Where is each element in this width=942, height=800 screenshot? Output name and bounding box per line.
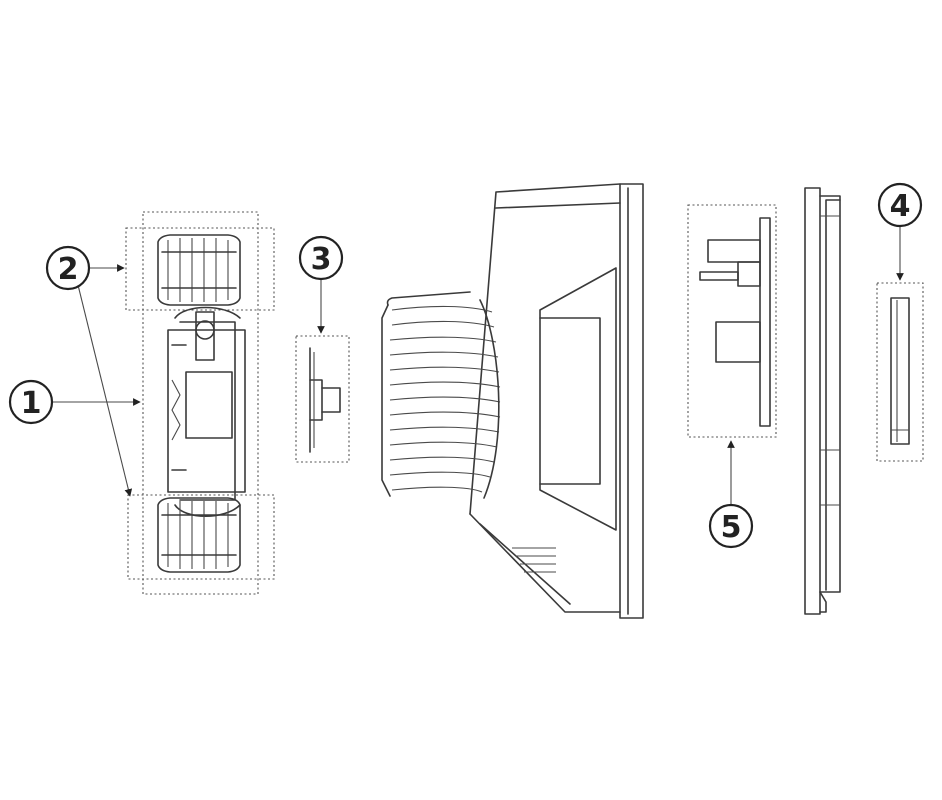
part-1-connector-body [142, 211, 259, 595]
callout-4: 4 [877, 182, 923, 281]
callout-1-label: 1 [21, 386, 42, 421]
callout-3: 3 [298, 235, 344, 334]
part-2-connector-nut-bottom [127, 494, 275, 580]
callout-3-label: 3 [311, 242, 332, 277]
callout-2-label: 2 [58, 252, 79, 287]
front-cover [804, 187, 841, 615]
callout-1: 1 [8, 379, 141, 425]
part-3-seal [295, 335, 350, 463]
part-5-led-board [687, 204, 777, 438]
callout-4-label: 4 [890, 189, 911, 224]
part-2-connector-nut-top [125, 227, 275, 311]
callout-2: 2 [45, 245, 133, 497]
callout-5: 5 [708, 440, 754, 549]
callout-5-label: 5 [721, 510, 742, 545]
housing-heatsink [381, 183, 644, 619]
part-4-gasket [876, 282, 924, 462]
